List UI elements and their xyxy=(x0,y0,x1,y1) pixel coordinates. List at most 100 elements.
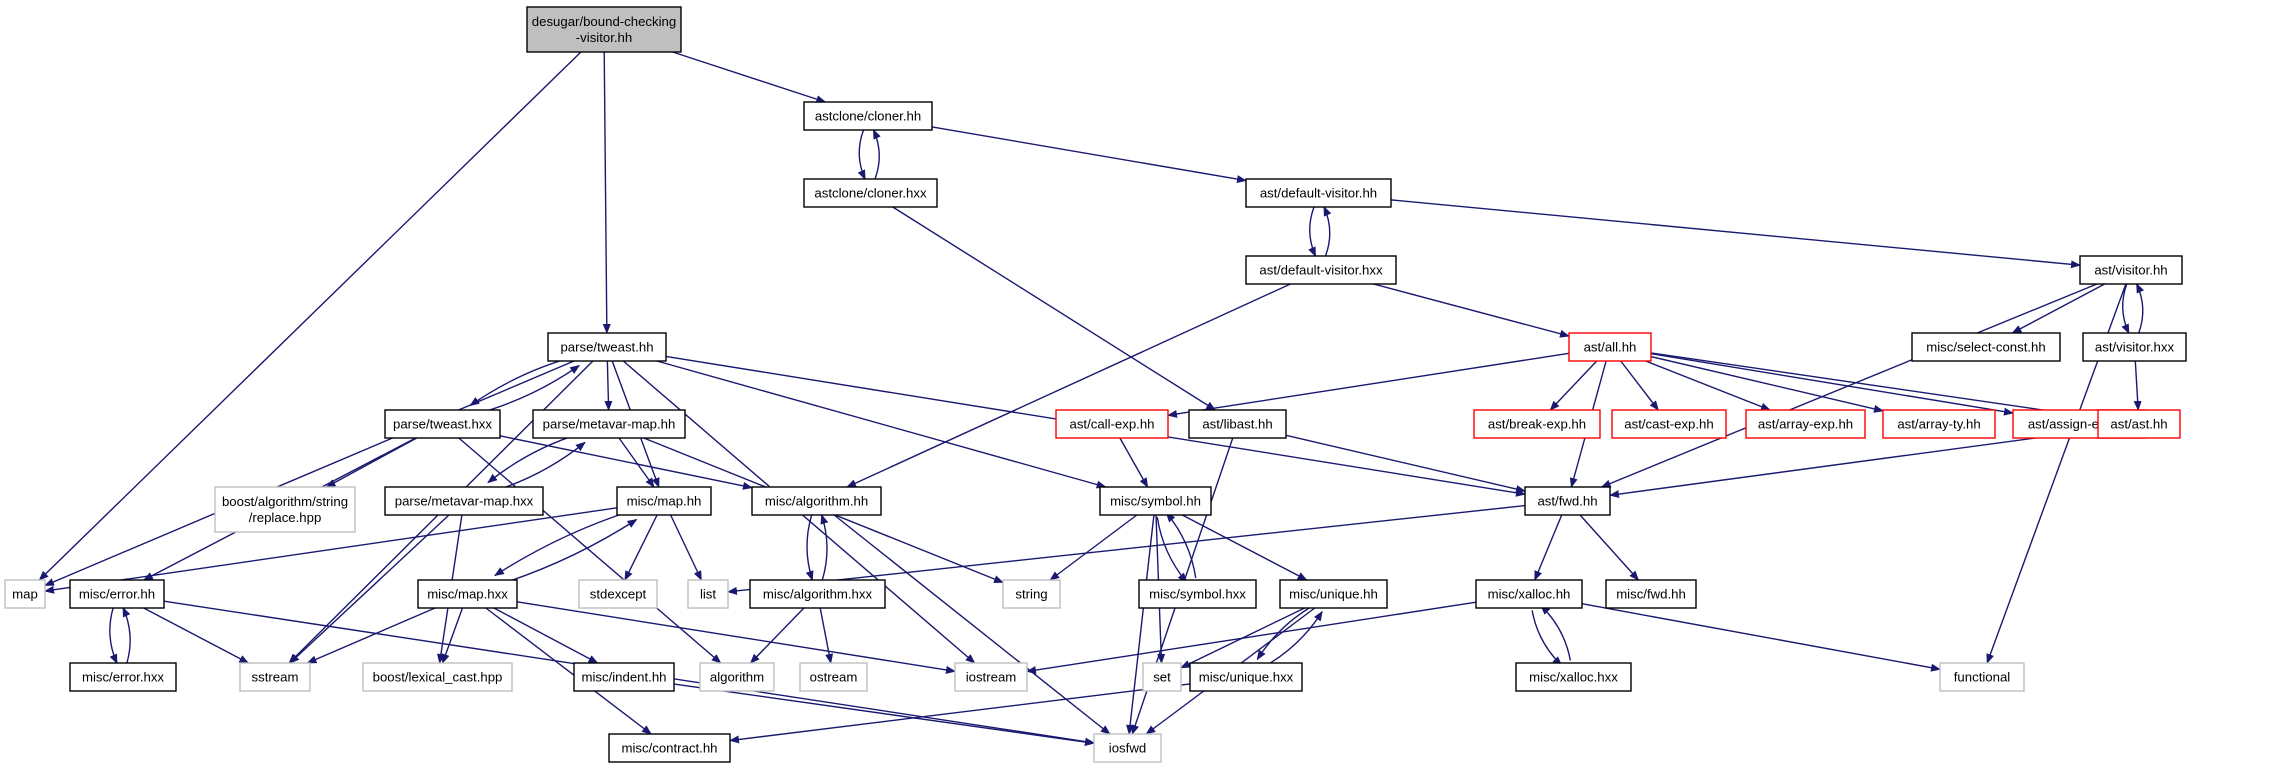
edge-visitor_hxx-to-ast_hh xyxy=(2133,360,2142,411)
node-map-hxx[interactable]: misc/map.hxx xyxy=(417,579,518,609)
node-fwd-hh[interactable]: ast/fwd.hh xyxy=(1524,486,1611,516)
node-box xyxy=(751,486,882,516)
node-box xyxy=(4,579,46,609)
node-box xyxy=(1279,579,1388,609)
edge-algorithm_hxx-to-ostream xyxy=(819,607,834,664)
node-label: misc/map.hh xyxy=(627,494,702,509)
edge-xalloc_hh-to-xalloc_hxx xyxy=(1531,610,1563,667)
node-box xyxy=(616,486,712,516)
node-indent-hh[interactable]: misc/indent.hh xyxy=(573,662,675,692)
edge-metavar_hh-to-map_hh xyxy=(618,437,655,488)
node-label: misc/symbol.hh xyxy=(1110,494,1201,509)
node-list: list xyxy=(687,579,729,609)
node-box xyxy=(547,332,667,362)
node-visitor-hh[interactable]: ast/visitor.hh xyxy=(2079,255,2183,285)
node-label: boost/algorithm/string/replace.hpp xyxy=(222,494,348,525)
node-box xyxy=(1142,662,1182,692)
node-label: map xyxy=(12,587,38,602)
node-unique-hh[interactable]: misc/unique.hh xyxy=(1279,579,1388,609)
node-error-hh[interactable]: misc/error.hh xyxy=(69,579,165,609)
node-box xyxy=(384,486,544,516)
node-contract-hh[interactable]: misc/contract.hh xyxy=(608,733,731,763)
edge-fwd_hh-to-xalloc_hh xyxy=(1534,514,1563,581)
node-xalloc-hxx[interactable]: misc/xalloc.hxx xyxy=(1515,662,1632,692)
node-algorithm-hh[interactable]: misc/algorithm.hh xyxy=(751,486,882,516)
node-box xyxy=(384,409,501,439)
node-cloner-hxx[interactable]: astclone/cloner.hxx xyxy=(803,178,938,208)
node-tweast-hh[interactable]: parse/tweast.hh xyxy=(547,332,667,362)
edge-error_hh-to-sstream xyxy=(143,607,250,664)
node-box xyxy=(954,662,1028,692)
edge-tweast_hxx-to-algorithm_hh xyxy=(499,435,753,490)
edge-map_hh-to-map_hxx xyxy=(494,509,633,577)
node-box xyxy=(1055,409,1169,439)
node-label: string xyxy=(1015,587,1047,602)
node-xalloc-hh[interactable]: misc/xalloc.hh xyxy=(1475,579,1583,609)
node-box xyxy=(1093,733,1162,763)
node-cloner-hh[interactable]: astclone/cloner.hh xyxy=(803,101,933,131)
node-label: algorithm xyxy=(710,670,764,685)
node-box xyxy=(1002,579,1061,609)
edge-unique_hxx-to-contract_hh xyxy=(729,683,1191,744)
edge-tweast_hh-to-symbol_hh xyxy=(656,360,1107,489)
node-default-visitor-hxx[interactable]: ast/default-visitor.hxx xyxy=(1245,255,1397,285)
node-label: iosfwd xyxy=(1109,741,1146,756)
edge-default_visitor_hxx-to-default_visitor_hh xyxy=(1323,205,1332,257)
node-map-hh[interactable]: misc/map.hh xyxy=(616,486,712,516)
edge-algorithm_hxx-to-algorithm_hh xyxy=(820,513,829,581)
edge-symbol_hh-to-string xyxy=(1049,514,1138,581)
node-label: ast/visitor.hh xyxy=(2094,263,2167,278)
node-symbol-hh[interactable]: misc/symbol.hh xyxy=(1099,486,1212,516)
node-label: misc/algorithm.hh xyxy=(765,494,868,509)
edge-layer xyxy=(38,51,2145,746)
node-call-exp[interactable]: ast/call-exp.hh xyxy=(1055,409,1169,439)
node-box xyxy=(749,579,886,609)
node-label: ast/visitor.hxx xyxy=(2095,340,2175,355)
node-cast-exp[interactable]: ast/cast-exp.hh xyxy=(1611,409,1727,439)
edge-libast-to-fwd_hh xyxy=(1285,434,1526,493)
node-label: ast/ast.hh xyxy=(2110,417,2167,432)
node-label: ast/call-exp.hh xyxy=(1069,417,1154,432)
node-metavar-hh[interactable]: parse/metavar-map.hh xyxy=(532,409,686,439)
node-label: parse/metavar-map.hh xyxy=(543,417,676,432)
edge-map_hh-to-list xyxy=(669,514,703,581)
node-metavar-hxx[interactable]: parse/metavar-map.hxx xyxy=(384,486,544,516)
node-algorithm-hxx[interactable]: misc/algorithm.hxx xyxy=(749,579,886,609)
node-visitor-hxx[interactable]: ast/visitor.hxx xyxy=(2082,332,2187,362)
node-label: ast/break-exp.hh xyxy=(1488,417,1586,432)
node-label: sstream xyxy=(252,670,299,685)
edge-all_hh-to-call_exp xyxy=(1167,352,1570,418)
node-symbol-hxx[interactable]: misc/symbol.hxx xyxy=(1138,579,1257,609)
edge-tweast_hh-to-metavar_hh xyxy=(604,360,613,411)
node-label: parse/tweast.hxx xyxy=(393,417,492,432)
edge-fwd_hh-to-misc_fwd xyxy=(1579,514,1640,581)
node-break-exp[interactable]: ast/break-exp.hh xyxy=(1473,409,1601,439)
node-array-exp[interactable]: ast/array-exp.hh xyxy=(1745,409,1866,439)
node-label: ostream xyxy=(810,670,858,685)
edge-algorithm_hxx-to-algorithm xyxy=(749,607,805,664)
node-box xyxy=(803,101,933,131)
node-default-visitor-hh[interactable]: ast/default-visitor.hh xyxy=(1245,178,1392,208)
node-ast-hh[interactable]: ast/ast.hh xyxy=(2097,409,2181,439)
node-ostream: ostream xyxy=(799,662,868,692)
edge-tweast_hxx-to-boost_replace xyxy=(325,437,418,488)
node-box xyxy=(1189,662,1303,692)
node-label: set xyxy=(1153,670,1171,685)
node-misc-fwd[interactable]: misc/fwd.hh xyxy=(1605,579,1697,609)
edge-call_exp-to-symbol_hh xyxy=(1119,437,1149,488)
node-tweast-hxx[interactable]: parse/tweast.hxx xyxy=(384,409,501,439)
node-iosfwd: iosfwd xyxy=(1093,733,1162,763)
node-box xyxy=(573,662,675,692)
node-error-hxx[interactable]: misc/error.hxx xyxy=(69,662,177,692)
node-label: list xyxy=(700,587,716,602)
node-label: misc/algorithm.hxx xyxy=(763,587,873,602)
node-box xyxy=(1939,662,2025,692)
node-all-hh[interactable]: ast/all.hh xyxy=(1568,332,1652,362)
node-unique-hxx[interactable]: misc/unique.hxx xyxy=(1189,662,1303,692)
node-label: astclone/cloner.hh xyxy=(815,109,921,124)
node-root[interactable]: desugar/bound-checking-visitor.hh xyxy=(526,6,682,53)
node-libast[interactable]: ast/libast.hh xyxy=(1188,409,1287,439)
node-array-ty[interactable]: ast/array-ty.hh xyxy=(1882,409,1996,439)
node-select-const[interactable]: misc/select-const.hh xyxy=(1911,332,2061,362)
node-box xyxy=(1245,178,1392,208)
